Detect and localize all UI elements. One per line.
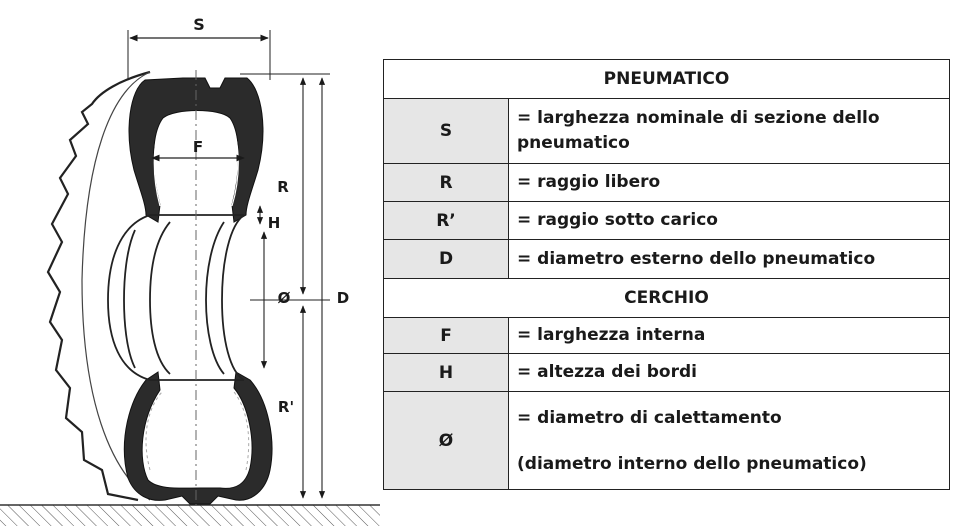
dimension-legend-table: PNEUMATICO S = larghezza nominale di sez… xyxy=(383,59,950,490)
description-cell: = raggio sotto carico xyxy=(508,201,950,240)
description-line-1: = diametro di calettamento xyxy=(517,407,782,428)
dim-f: F xyxy=(151,138,245,162)
tyre-cross-section-diagram: S F R H Ø D R' xyxy=(0,15,380,526)
description-cell: = diametro esterno dello pneumatico xyxy=(508,239,950,279)
symbol-cell: R xyxy=(383,163,509,202)
table-row: R = raggio libero xyxy=(383,163,950,202)
table-row: D = diametro esterno dello pneumatico xyxy=(383,239,950,279)
rim xyxy=(107,214,245,381)
symbol-cell: D xyxy=(383,239,509,279)
dim-s: S xyxy=(127,15,271,80)
label-oslash: Ø xyxy=(278,289,291,307)
label-d: D xyxy=(337,289,349,307)
description-cell: = altezza dei bordi xyxy=(508,353,950,392)
description-cell: = raggio libero xyxy=(508,163,950,202)
label-f: F xyxy=(193,138,203,156)
symbol-cell: R’ xyxy=(383,201,509,240)
section-header-rim: CERCHIO xyxy=(383,278,950,318)
description-line-2: (diametro interno dello pneumatico) xyxy=(517,453,867,474)
table-row: S = larghezza nominale di sezione dello … xyxy=(383,98,950,164)
table-row: F = larghezza interna xyxy=(383,317,950,354)
table-row: R’ = raggio sotto carico xyxy=(383,201,950,240)
section-header-tyre: PNEUMATICO xyxy=(383,59,950,99)
symbol-cell: H xyxy=(383,353,509,392)
symbol-cell: F xyxy=(383,317,509,354)
symbol-cell: Ø xyxy=(383,391,509,490)
table-row: H = altezza dei bordi xyxy=(383,353,950,392)
ground xyxy=(0,504,380,526)
label-r-prime: R' xyxy=(278,398,294,416)
label-r: R xyxy=(277,178,289,196)
symbol-cell: S xyxy=(383,98,509,164)
description-cell: = larghezza interna xyxy=(508,317,950,354)
table-row: Ø = diametro di calettamento (diametro i… xyxy=(383,391,950,490)
description-cell: = diametro di calettamento (diametro int… xyxy=(508,391,950,490)
dim-vertical xyxy=(230,73,330,506)
label-h: H xyxy=(268,214,281,232)
tread-lugs xyxy=(46,70,151,502)
upper-tyre-section xyxy=(128,77,264,223)
label-s: S xyxy=(193,15,205,34)
lower-tyre-section xyxy=(123,371,273,505)
description-cell: = larghezza nominale di sezione dello pn… xyxy=(508,98,950,164)
